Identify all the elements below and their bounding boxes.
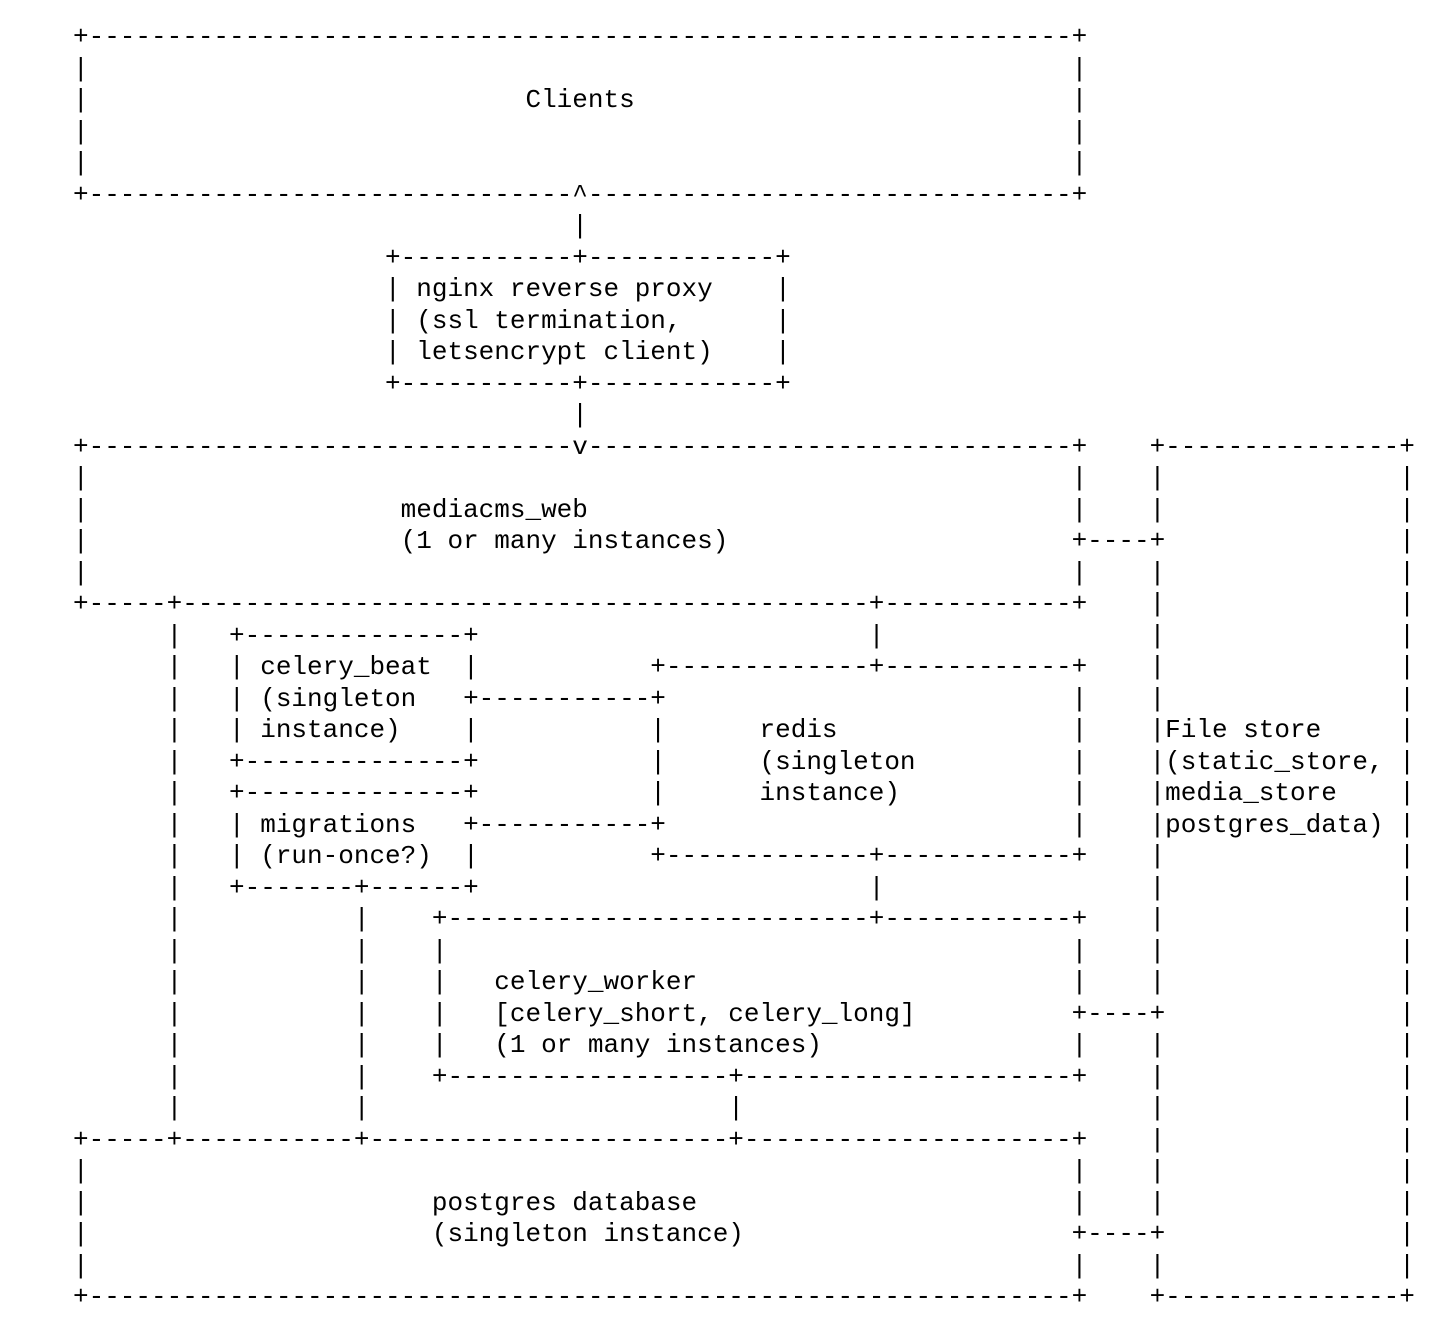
page-canvas: +---------------------------------------… bbox=[73, 22, 1415, 1312]
architecture-ascii-diagram: +---------------------------------------… bbox=[73, 22, 1415, 1312]
